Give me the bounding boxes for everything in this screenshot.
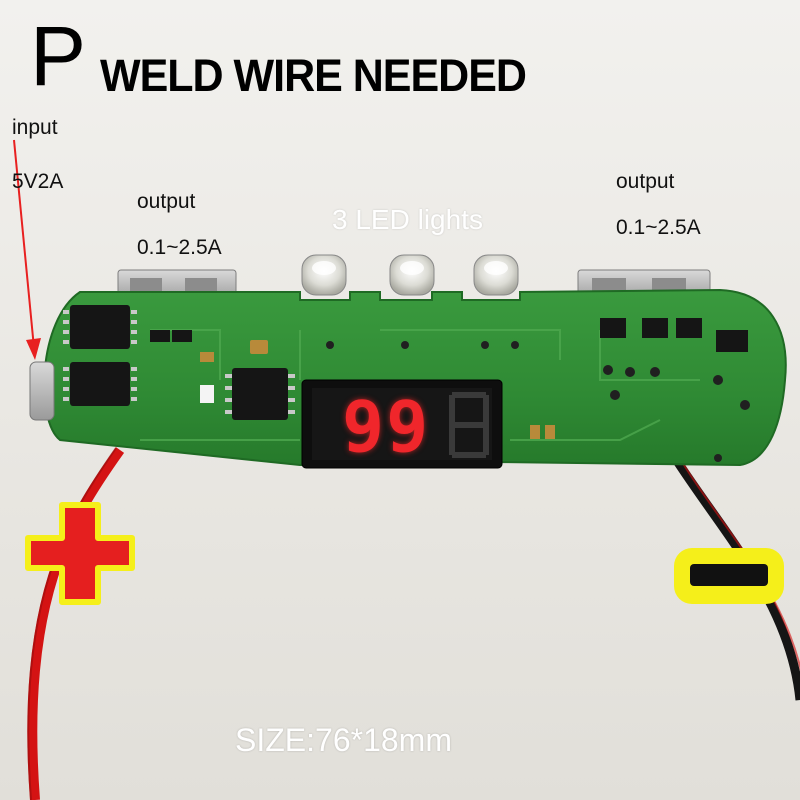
output-right-label-line1: output bbox=[616, 170, 675, 193]
third-digit-off bbox=[449, 392, 489, 458]
input-arrow bbox=[13, 139, 41, 360]
size-label: SIZE:76*18mm bbox=[235, 722, 452, 758]
mosfet-1 bbox=[70, 305, 130, 349]
micro-usb-input bbox=[29, 361, 55, 421]
red-wire bbox=[27, 447, 125, 800]
controller-ic bbox=[232, 368, 288, 420]
title-text: WELD WIRE NEEDED bbox=[100, 51, 527, 102]
input-label-line2: 5V2A bbox=[12, 170, 64, 193]
led-lights bbox=[301, 254, 519, 296]
input-label-line1: input bbox=[12, 116, 58, 139]
output-right-label-line2: 0.1~2.5A bbox=[616, 216, 701, 239]
mosfet-2 bbox=[70, 362, 130, 406]
title-letter: P bbox=[30, 9, 87, 103]
display-reading: 99 bbox=[342, 386, 431, 468]
negative-mark bbox=[674, 548, 784, 604]
output-left-label-line1: output bbox=[137, 190, 196, 213]
output-left-label-line2: 0.1~2.5A bbox=[137, 236, 222, 259]
positive-mark bbox=[25, 502, 135, 605]
led-lights-label: 3 LED lights bbox=[332, 204, 483, 235]
